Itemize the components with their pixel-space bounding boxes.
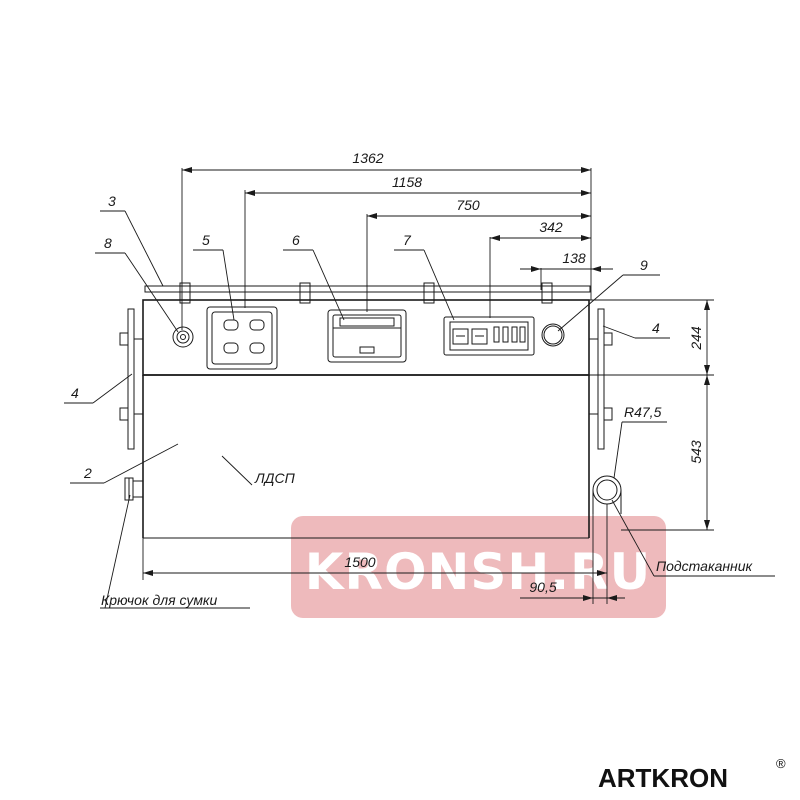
callout-5: 5 bbox=[202, 232, 210, 248]
dim-543: 543 bbox=[688, 440, 704, 464]
dim-138: 138 bbox=[562, 250, 586, 266]
callout-4-right: 4 bbox=[652, 320, 660, 336]
dim-750: 750 bbox=[456, 197, 480, 213]
callout-4-left: 4 bbox=[71, 385, 79, 401]
cup-holder-label: Подстаканник bbox=[656, 558, 754, 574]
socket-block-5 bbox=[206, 306, 278, 370]
brand-logo: ARTKRON bbox=[598, 763, 728, 793]
flip-module-6 bbox=[327, 309, 407, 363]
dim-244: 244 bbox=[688, 326, 704, 351]
registered-mark: ® bbox=[776, 756, 786, 771]
dim-1158: 1158 bbox=[392, 174, 422, 190]
dimension-lines-right bbox=[589, 299, 714, 531]
callout-8: 8 bbox=[104, 235, 112, 251]
side-bracket-left bbox=[119, 308, 143, 450]
watermark-plate bbox=[291, 516, 666, 618]
round-button-9 bbox=[541, 323, 565, 347]
dim-1500: 1500 bbox=[344, 554, 375, 570]
callout-9: 9 bbox=[640, 257, 648, 273]
callout-6: 6 bbox=[292, 232, 300, 248]
cupholder-radius-label: R47,5 bbox=[624, 404, 662, 420]
callout-7: 7 bbox=[403, 232, 412, 248]
side-bracket-right bbox=[589, 308, 613, 450]
desk-body bbox=[142, 282, 591, 539]
bag-hook bbox=[124, 477, 144, 501]
bag-hook-label: Крючок для сумки bbox=[101, 592, 218, 608]
callout-leaders bbox=[64, 210, 775, 609]
dimension-lines-top bbox=[181, 167, 613, 330]
dimension-lines-bottom bbox=[142, 504, 625, 604]
dim-1362: 1362 bbox=[352, 150, 383, 166]
dim-90-5: 90,5 bbox=[529, 579, 556, 595]
callout-3: 3 bbox=[108, 193, 116, 209]
dim-342: 342 bbox=[539, 219, 563, 235]
multimedia-panel-7 bbox=[443, 316, 535, 356]
callout-2: 2 bbox=[83, 465, 92, 481]
material-label: ЛДСП bbox=[254, 470, 296, 486]
round-connector-8 bbox=[172, 326, 194, 348]
